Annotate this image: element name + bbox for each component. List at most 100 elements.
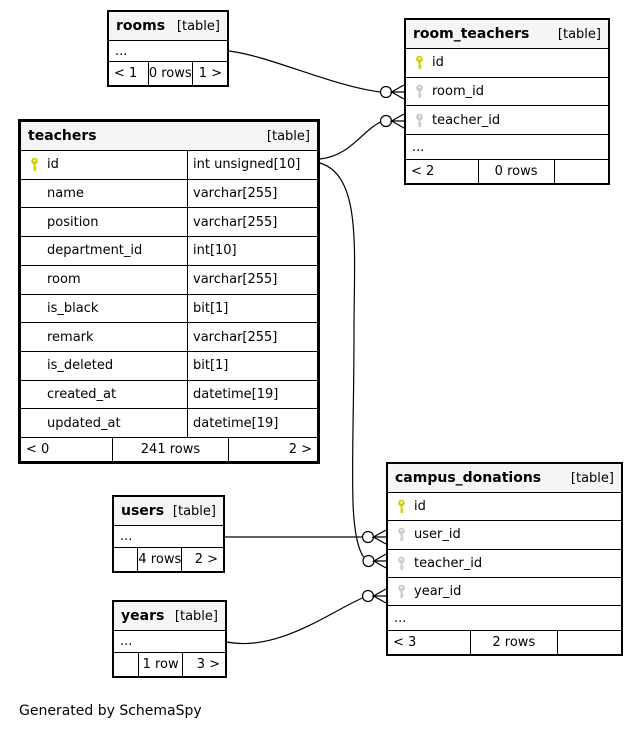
- column-row: is_deleted bit[1]: [21, 351, 317, 381]
- pager-left: < 1: [114, 66, 138, 81]
- column-type: varchar[255]: [187, 265, 317, 294]
- table-header[interactable]: years [table]: [114, 602, 225, 631]
- more-columns-ellipsis: ...: [109, 41, 227, 62]
- column-type: int unsigned[10]: [187, 151, 317, 179]
- table-tag: [table]: [176, 18, 220, 34]
- more-columns-ellipsis: ...: [388, 606, 621, 631]
- column-name: id: [432, 55, 444, 71]
- column-type: varchar[255]: [187, 208, 317, 237]
- table-name: teachers: [28, 128, 97, 144]
- column-name: is_deleted: [47, 358, 114, 374]
- table-node-room-teachers[interactable]: room_teachers[table]id room_id teacher_id.…: [404, 18, 610, 185]
- row-count: 2 rows: [469, 631, 557, 654]
- column-row: position varchar[255]: [21, 208, 317, 238]
- table-name: rooms: [116, 18, 166, 34]
- pager-right: [553, 160, 608, 184]
- foreign-key-icon: [406, 106, 432, 134]
- pager-left: [114, 653, 138, 676]
- pager-right: 3 >: [182, 653, 225, 676]
- table-tag: [table]: [557, 26, 601, 42]
- more-columns-ellipsis: ...: [114, 526, 223, 548]
- row-count: 4 rows: [137, 548, 181, 571]
- column-row: is_black bit[1]: [21, 294, 317, 324]
- column-row: department_id int[10]: [21, 237, 317, 266]
- edge-teachers-id-to-room_teachers-teacher_id: [319, 113, 405, 160]
- table-header[interactable]: users[table]: [114, 497, 223, 526]
- row-count: 0 rows: [477, 160, 554, 184]
- column-type: bit[1]: [187, 294, 317, 323]
- row-count: 0 rows: [147, 62, 192, 85]
- generated-by-note: Generated by SchemaSpy: [19, 703, 202, 719]
- foreign-key-icon: [388, 521, 414, 548]
- column-type: bit[1]: [187, 351, 317, 380]
- column-row: id: [406, 49, 608, 78]
- primary-key-icon: [21, 151, 47, 179]
- column-type: datetime[19]: [187, 409, 317, 438]
- column-name: is_black: [47, 300, 99, 316]
- column-row: created_at datetime[19]: [21, 380, 317, 410]
- table-tag: [table]: [266, 128, 310, 144]
- column-icon-spacer: [21, 208, 47, 236]
- table-header[interactable]: teachers [table]: [21, 122, 317, 151]
- edge-years-to-campus_donations-year_id: [226, 588, 387, 645]
- column-name: remark: [47, 329, 94, 345]
- foreign-key-icon: [406, 78, 432, 106]
- table-footer: < 2 0 rows: [406, 160, 608, 184]
- pager-left: [114, 548, 137, 571]
- table-name: years: [121, 608, 165, 624]
- column-icon-spacer: [21, 381, 47, 409]
- column-name: created_at: [47, 386, 117, 402]
- column-icon-spacer: [21, 323, 47, 351]
- column-name: department_id: [47, 243, 143, 259]
- pager-left: < 0: [26, 442, 50, 458]
- table-tag: [table]: [570, 470, 614, 486]
- more-columns-ellipsis: ...: [406, 135, 608, 161]
- table-name: campus_donations: [395, 470, 542, 486]
- column-row: room_id: [406, 77, 608, 107]
- row-count: 1 row: [137, 653, 183, 676]
- column-name: id: [414, 499, 426, 515]
- table-header[interactable]: rooms [table]: [109, 12, 227, 41]
- column-name: position: [47, 214, 99, 230]
- pager-left: < 3: [393, 635, 417, 650]
- foreign-key-icon: [388, 550, 414, 577]
- table-header[interactable]: campus_donations [table]: [388, 464, 621, 493]
- column-icon-spacer: [21, 266, 47, 294]
- column-name: teacher_id: [432, 112, 501, 128]
- table-name: users: [121, 503, 165, 519]
- column-icon-spacer: [21, 409, 47, 437]
- table-tag: [table]: [174, 608, 218, 624]
- primary-key-icon: [388, 493, 414, 520]
- table-header[interactable]: room_teachers[table]: [406, 20, 608, 49]
- pager-right: 2 >: [181, 548, 223, 571]
- column-type: int[10]: [187, 237, 317, 265]
- pager-left: < 2: [411, 164, 435, 180]
- primary-key-icon: [406, 49, 432, 77]
- more-columns-ellipsis: ...: [114, 631, 225, 653]
- column-name: year_id: [414, 583, 462, 599]
- foreign-key-icon: [388, 578, 414, 605]
- edge-users-to-campus_donations-user_id: [225, 529, 387, 545]
- column-row: updated_at datetime[19]: [21, 409, 317, 439]
- column-icon-spacer: [21, 237, 47, 265]
- column-icon-spacer: [21, 180, 47, 208]
- column-row: year_id: [388, 577, 621, 606]
- column-name: room_id: [432, 84, 484, 99]
- column-type: datetime[19]: [187, 380, 317, 409]
- column-name: updated_at: [47, 415, 121, 431]
- column-name: user_id: [414, 527, 461, 543]
- column-row: user_id: [388, 521, 621, 550]
